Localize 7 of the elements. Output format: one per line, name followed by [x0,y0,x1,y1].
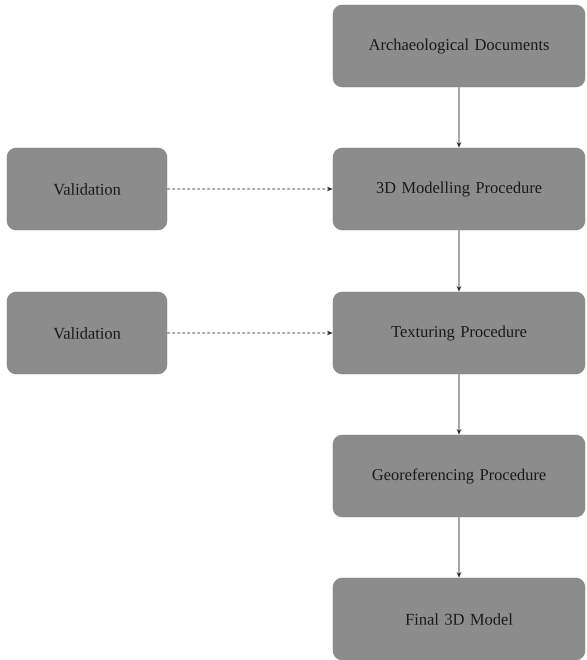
process-box: Validation [6,292,168,374]
process-box: 3D Modelling Procedure [332,148,586,230]
process-box: Validation [6,148,168,230]
process-box: Final 3D Model [332,578,586,660]
process-box: Texturing Procedure [332,292,586,374]
process-box: Archaeological Documents [332,4,586,88]
process-box: Georeferencing Procedure [332,434,586,518]
